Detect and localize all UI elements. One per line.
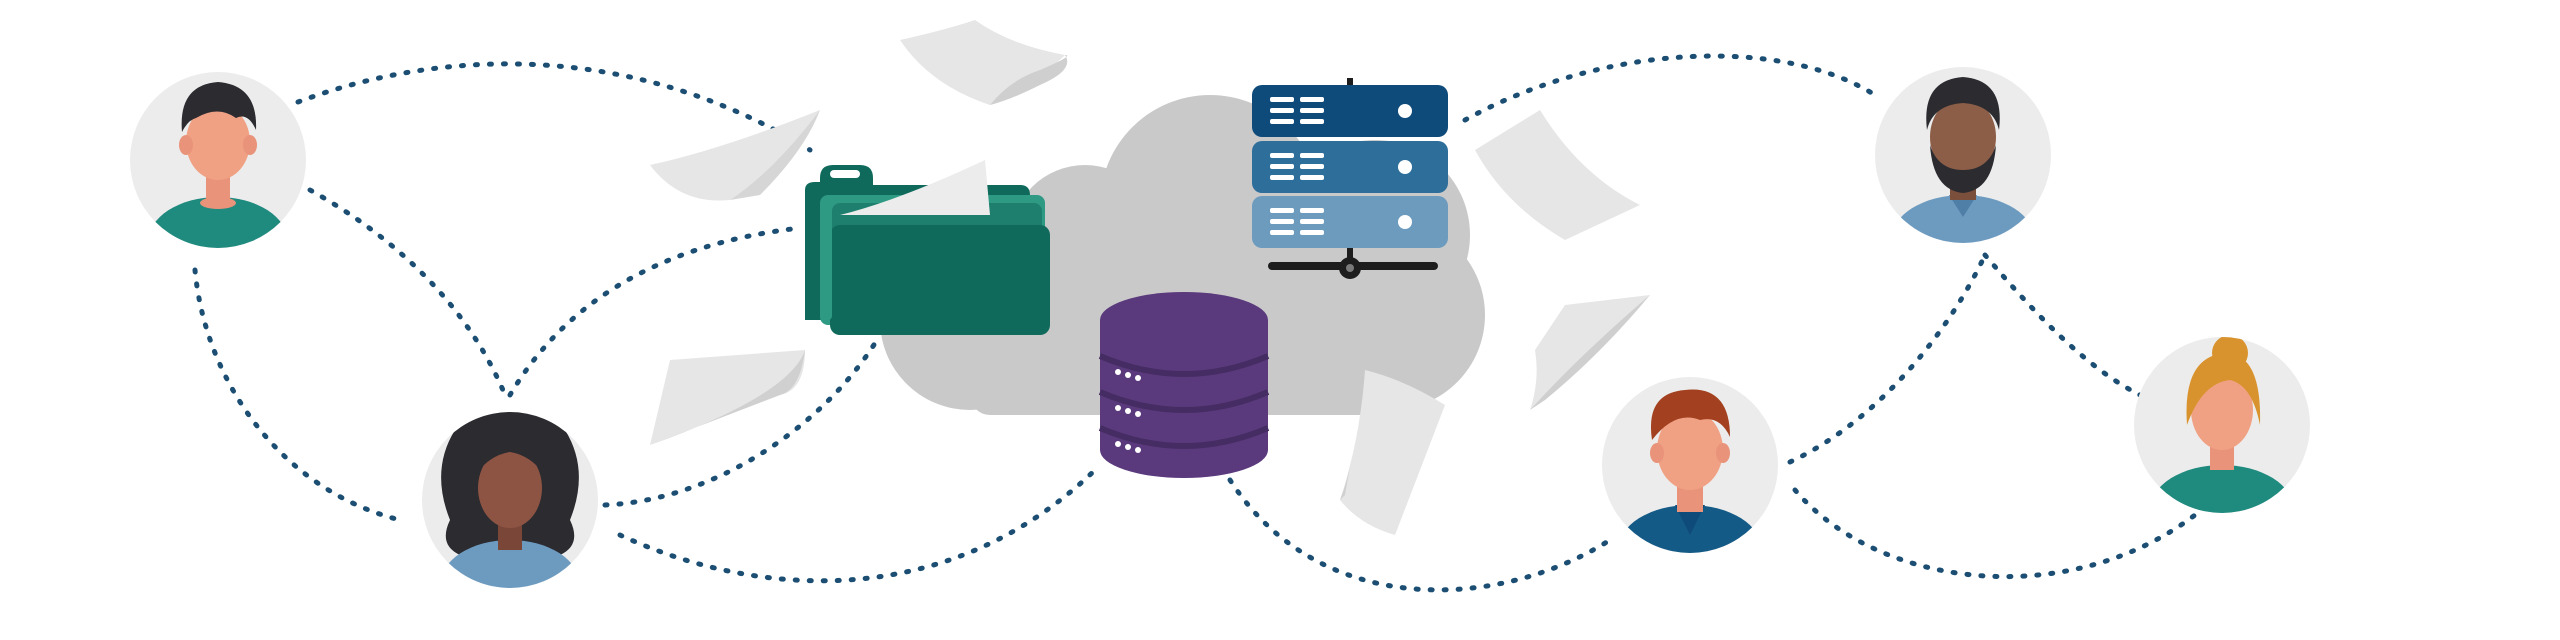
paper-sheet-icon <box>1340 370 1445 535</box>
folder-icon <box>805 160 1050 335</box>
connection-line <box>602 332 883 508</box>
paper-sheet-icon <box>1530 295 1650 410</box>
connection-line <box>295 61 813 153</box>
server-rack-icon <box>1252 78 1448 279</box>
server-unit <box>1252 196 1448 248</box>
paper-sheet-icon <box>1475 110 1640 240</box>
connection-line <box>1787 252 1988 465</box>
paper-sheets <box>650 20 1650 535</box>
paper-sheet-icon <box>650 350 805 445</box>
connection-line <box>1227 477 1613 593</box>
connection-line <box>192 267 403 523</box>
connection-line <box>1982 252 2143 398</box>
connection-line <box>307 187 508 398</box>
server-unit <box>1252 85 1448 137</box>
person-avatar-icon <box>2134 337 2310 513</box>
person-avatar-icon <box>1875 67 2051 243</box>
connection-line <box>617 467 1098 584</box>
person-avatar-icon <box>1602 377 1778 553</box>
person-avatar-icon <box>130 72 306 248</box>
connection-line <box>1462 53 1878 123</box>
server-unit <box>1252 141 1448 193</box>
database-icon <box>1098 292 1270 478</box>
paper-sheet-icon <box>900 20 1068 105</box>
connection-line <box>1792 487 2198 580</box>
dotted-connection-lines <box>192 53 2198 593</box>
connection-line <box>507 225 803 398</box>
paper-sheet-icon <box>650 110 820 201</box>
person-avatar-icon <box>422 412 598 588</box>
